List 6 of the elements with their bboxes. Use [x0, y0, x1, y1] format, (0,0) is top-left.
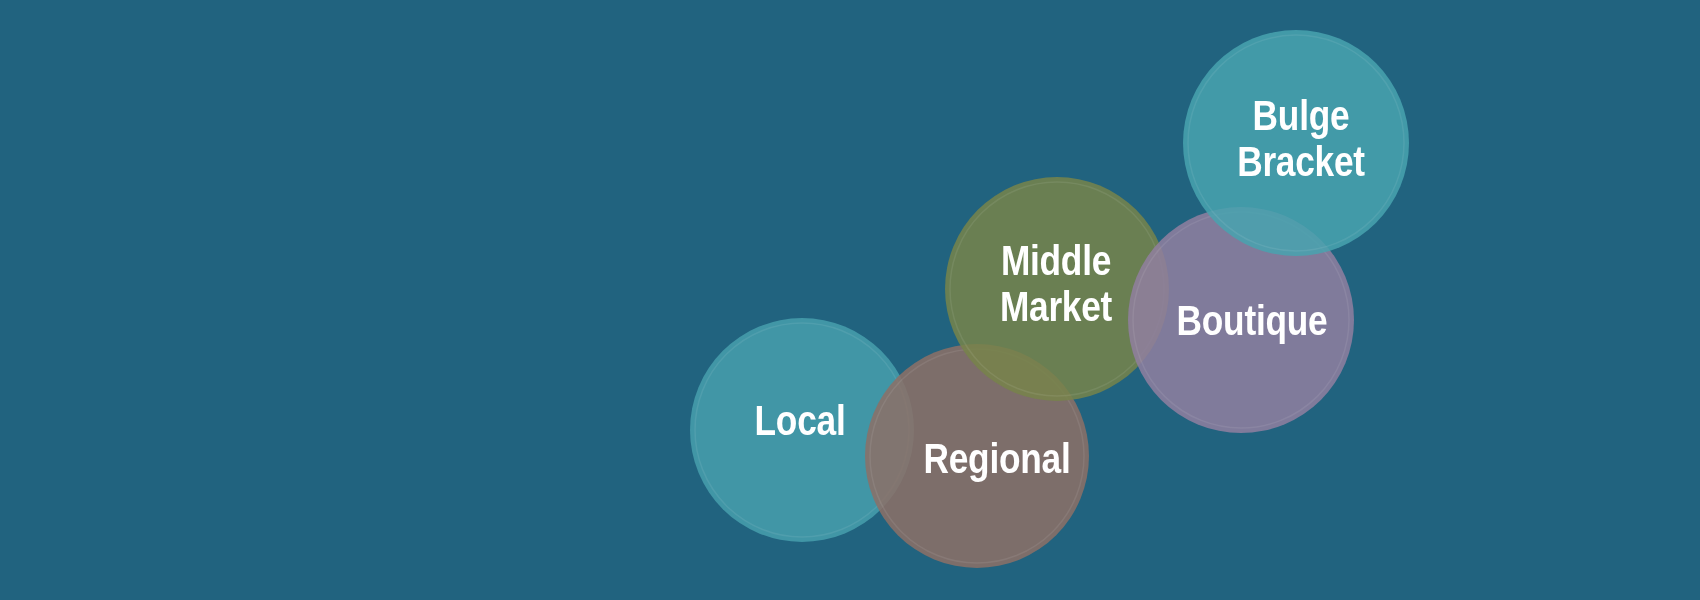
- segment-label: Boutique: [1176, 298, 1328, 344]
- segment-label: Middle Market: [999, 238, 1113, 330]
- segment-label: Bulge Bracket: [1237, 93, 1365, 185]
- segment-circle: [1183, 30, 1409, 256]
- segment-label: Local: [754, 398, 846, 444]
- segment-label: Regional: [923, 436, 1071, 482]
